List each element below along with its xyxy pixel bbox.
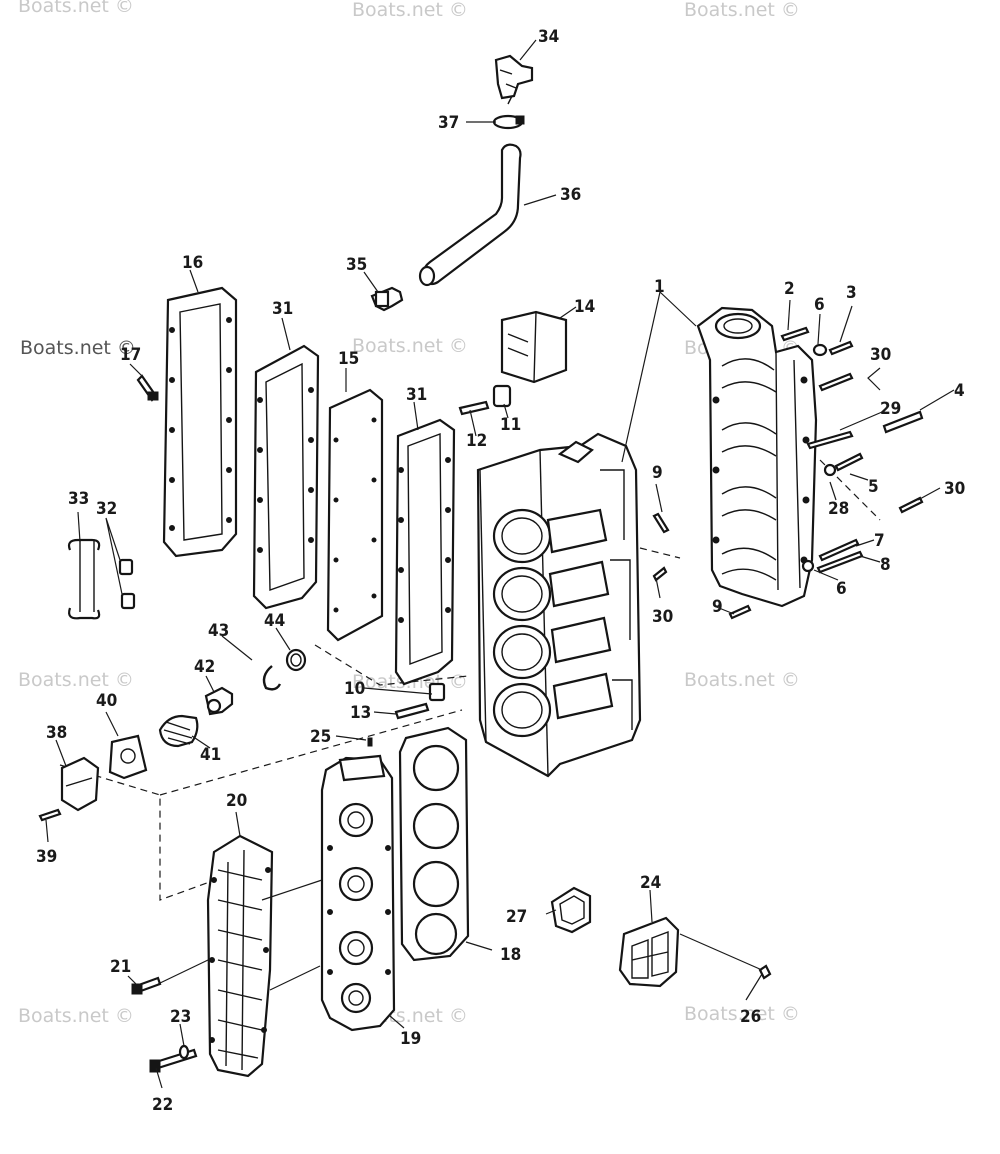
callout-14: 14 <box>574 297 595 317</box>
watermark: Boats.net © <box>18 0 134 17</box>
callout-1: 1 <box>654 277 665 297</box>
callout-44: 44 <box>264 611 285 631</box>
head-gasket-part <box>398 726 470 962</box>
callout-3: 3 <box>846 283 857 303</box>
exhaust-gasket-31b-part <box>394 418 456 686</box>
callout-6: 6 <box>836 579 847 599</box>
bolt-part <box>458 400 490 416</box>
callout-6: 6 <box>814 295 825 315</box>
bolt-22-part <box>149 1048 198 1073</box>
thermostat-parts <box>38 648 307 822</box>
elbow-fitting-part <box>494 54 534 105</box>
callout-8: 8 <box>880 555 891 575</box>
gasket-27-part <box>550 886 592 934</box>
watermark: Boats.net © <box>18 1005 134 1027</box>
callout-22: 22 <box>152 1095 173 1115</box>
exhaust-gasket-31-part <box>252 344 320 610</box>
callout-23: 23 <box>170 1007 191 1027</box>
callout-30: 30 <box>652 607 673 627</box>
callout-31: 31 <box>272 299 293 319</box>
callout-33: 33 <box>68 489 89 509</box>
reed-block-part <box>618 916 680 988</box>
cylinder-head-part <box>320 754 396 1032</box>
decal-box-part <box>500 310 568 384</box>
callout-19: 19 <box>400 1029 421 1049</box>
callout-39: 39 <box>36 847 57 867</box>
callout-5: 5 <box>868 477 879 497</box>
exhaust-plate-part <box>326 388 384 642</box>
exhaust-gasket-16-part <box>162 286 238 558</box>
callout-16: 16 <box>182 253 203 273</box>
screw-part <box>136 374 159 402</box>
bolt-13-part <box>394 702 430 720</box>
dowel-part <box>492 384 512 408</box>
callout-17: 17 <box>120 345 141 365</box>
callout-11: 11 <box>500 415 521 435</box>
fitting-part <box>370 286 404 312</box>
callout-9: 9 <box>652 463 663 483</box>
clip-part <box>67 538 101 620</box>
watermark: Boats.net © <box>684 669 800 691</box>
callout-24: 24 <box>640 873 661 893</box>
callout-27: 27 <box>506 907 527 927</box>
cylinder-block-part <box>476 432 642 778</box>
callout-labels: 34 37 36 35 14 1 2 6 3 30 4 29 5 30 28 7… <box>36 27 965 1115</box>
callout-10: 10 <box>344 679 365 699</box>
watermark: Boats.net © <box>20 337 136 359</box>
head-cover-part <box>206 834 274 1078</box>
callout-35: 35 <box>346 255 367 275</box>
callout-31: 31 <box>406 385 427 405</box>
dowel-10-part <box>428 682 446 702</box>
callout-9: 9 <box>712 597 723 617</box>
callout-29: 29 <box>880 399 901 419</box>
callout-34: 34 <box>538 27 559 47</box>
callout-40: 40 <box>96 691 117 711</box>
watermark: Boats.net © <box>352 335 468 357</box>
callout-36: 36 <box>560 185 581 205</box>
callout-4: 4 <box>954 381 965 401</box>
hose-part <box>418 143 522 287</box>
callout-30: 30 <box>944 479 965 499</box>
callout-32: 32 <box>96 499 117 519</box>
watermark: Boats.net © <box>352 0 468 21</box>
callout-37: 37 <box>438 113 459 133</box>
bolts-right <box>652 326 924 620</box>
watermark: Boats.net © <box>684 0 800 21</box>
callout-18: 18 <box>500 945 521 965</box>
watermark: Boats.net © <box>684 1003 800 1025</box>
watermarks: Boats.net © Boats.net © Boats.net © Boat… <box>18 0 800 1027</box>
callout-26: 26 <box>740 1007 761 1027</box>
screw-25-part <box>367 737 373 747</box>
bolt-21-part <box>131 976 162 995</box>
fitting-32-part <box>118 558 136 610</box>
callout-7: 7 <box>874 531 885 551</box>
callout-15: 15 <box>338 349 359 369</box>
callout-25: 25 <box>310 727 331 747</box>
callout-2: 2 <box>784 279 795 299</box>
callout-41: 41 <box>200 745 221 765</box>
watermark: Boats.net © <box>18 669 134 691</box>
hose-clamp-part <box>492 114 525 130</box>
callout-43: 43 <box>208 621 229 641</box>
leader-lines <box>45 39 955 1089</box>
callout-12: 12 <box>466 431 487 451</box>
callout-13: 13 <box>350 703 371 723</box>
callout-42: 42 <box>194 657 215 677</box>
callout-20: 20 <box>226 791 247 811</box>
screw-26-part <box>758 964 772 980</box>
crankcase-half-part <box>696 306 818 608</box>
washer-23-part <box>178 1044 190 1060</box>
callout-21: 21 <box>110 957 131 977</box>
callout-38: 38 <box>46 723 67 743</box>
callout-30: 30 <box>870 345 891 365</box>
callout-28: 28 <box>828 499 849 519</box>
